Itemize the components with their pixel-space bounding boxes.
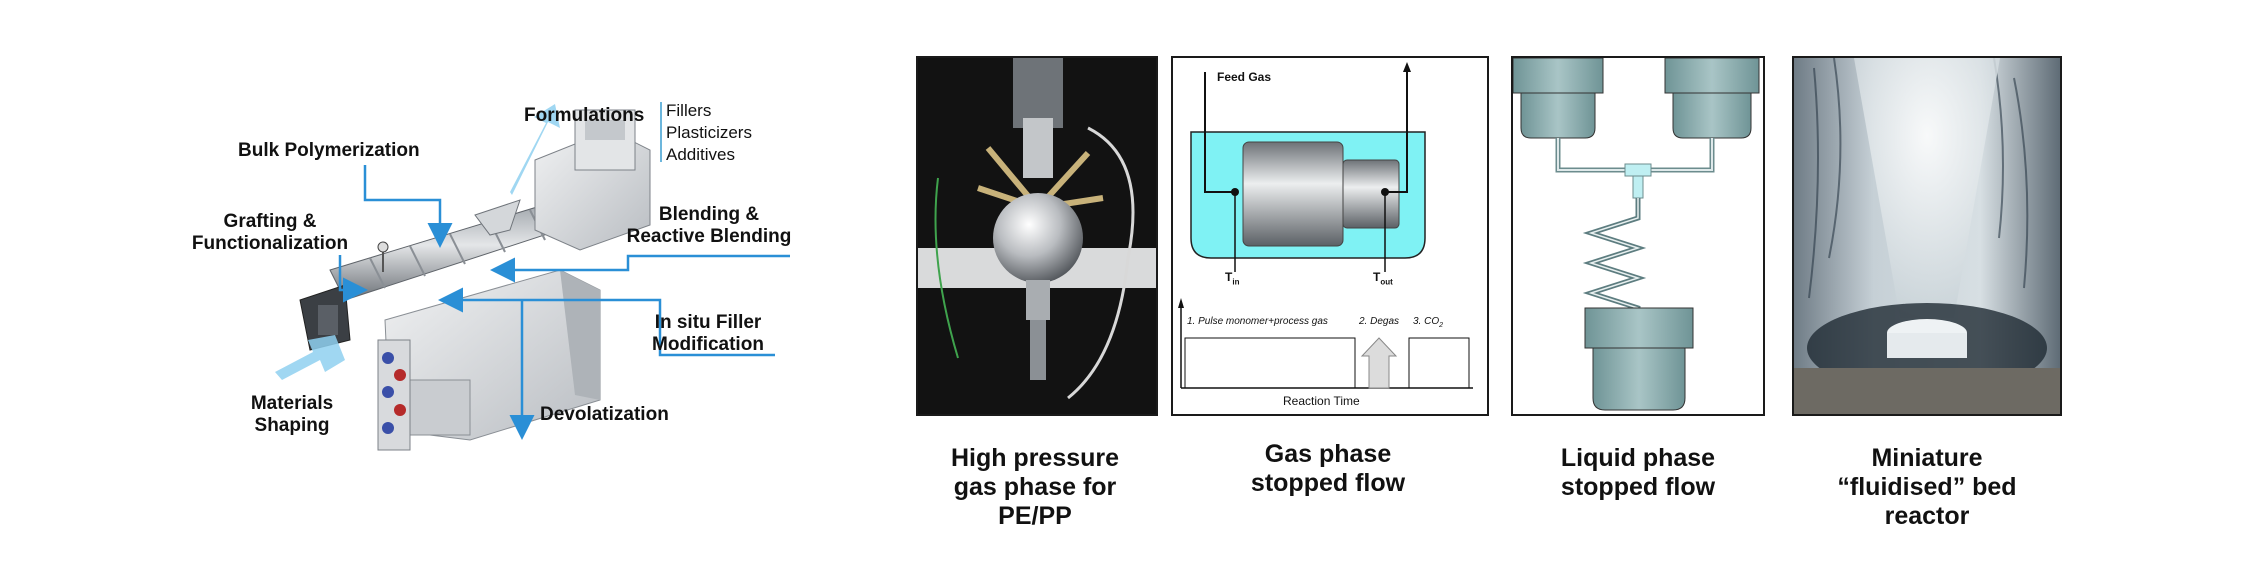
caption-line: PE/PP — [998, 502, 1072, 530]
caption-line: Miniature — [1871, 444, 1983, 472]
step3-text: 3. CO — [1413, 316, 1440, 327]
fluidised-bed-caption: Miniature “fluidised” bed reactor — [1792, 444, 2062, 531]
gas-flow-drawing — [1178, 62, 1473, 389]
in-situ-label: In situ Filler Modification — [640, 312, 776, 356]
t-in-subscript: in — [1232, 277, 1240, 287]
grafting-line-2: Functionalization — [191, 233, 349, 254]
t-in-symbol: T — [1225, 270, 1233, 284]
caption-line: Liquid phase — [1560, 444, 1716, 472]
fluidised-bed-illustration — [1794, 58, 2060, 414]
materials-shaping-line-2: Shaping — [254, 415, 330, 436]
formulation-item: Plasticizers — [666, 123, 752, 142]
liquid-stopped-flow-schematic — [1511, 56, 1765, 416]
step2-label: 2. Degas — [1359, 316, 1400, 327]
fluidised-bed-photo — [1792, 56, 2062, 416]
blending-label: Blending & Reactive Blending — [624, 204, 794, 248]
t-out-subscript: out — [1380, 277, 1393, 287]
formulation-item: Additives — [666, 145, 735, 164]
devolatization-label: Devolatization — [540, 404, 669, 425]
formulation-item: Fillers — [666, 101, 712, 120]
gas-stopped-flow-schematic: Feed Gas Tin Tout 1. Pulse monomer+proce… — [1171, 56, 1489, 416]
gas-stopped-flow-caption: Gas phase stopped flow — [1175, 440, 1481, 498]
bulk-polymerization-label: Bulk Polymerization — [238, 140, 420, 161]
blending-line-1: Blending & — [658, 204, 760, 225]
caption-line: stopped flow — [1250, 469, 1406, 497]
high-pressure-photo — [916, 56, 1158, 416]
step1-label: 1. Pulse monomer+process gas — [1187, 316, 1328, 327]
reaction-time-axis-label: Reaction Time — [1283, 394, 1360, 408]
t-out-symbol: T — [1373, 270, 1381, 284]
formulations-label: Formulations — [524, 105, 645, 126]
feed-gas-label: Feed Gas — [1217, 70, 1272, 84]
grafting-label: Grafting & Functionalization — [190, 211, 350, 255]
step3-subscript: 2 — [1439, 322, 1444, 329]
caption-line: High pressure — [950, 444, 1120, 472]
caption-line: Gas phase — [1264, 440, 1392, 468]
high-pressure-caption: High pressure gas phase for PE/PP — [920, 444, 1150, 531]
materials-shaping-label: Materials Shaping — [232, 393, 352, 437]
t-in-label: Tin — [1225, 270, 1239, 286]
caption-line: “fluidised” bed — [1837, 473, 2017, 501]
in-situ-line-1: In situ Filler — [654, 312, 762, 333]
caption-line: reactor — [1884, 502, 1970, 530]
in-situ-line-2: Modification — [652, 334, 764, 355]
step3-label: 3. CO2 — [1413, 316, 1443, 329]
liquid-stopped-flow-caption: Liquid phase stopped flow — [1511, 444, 1765, 502]
blending-line-2: Reactive Blending — [626, 226, 792, 247]
materials-shaping-line-1: Materials — [250, 393, 334, 414]
t-out-label: Tout — [1373, 270, 1393, 286]
grafting-line-1: Grafting & — [223, 211, 317, 232]
high-pressure-reactor-illustration — [918, 58, 1156, 414]
caption-line: gas phase for — [953, 473, 1117, 501]
caption-line: stopped flow — [1560, 473, 1716, 501]
extruder-illustration — [275, 102, 790, 451]
liquid-flow-drawing — [1513, 58, 1760, 411]
